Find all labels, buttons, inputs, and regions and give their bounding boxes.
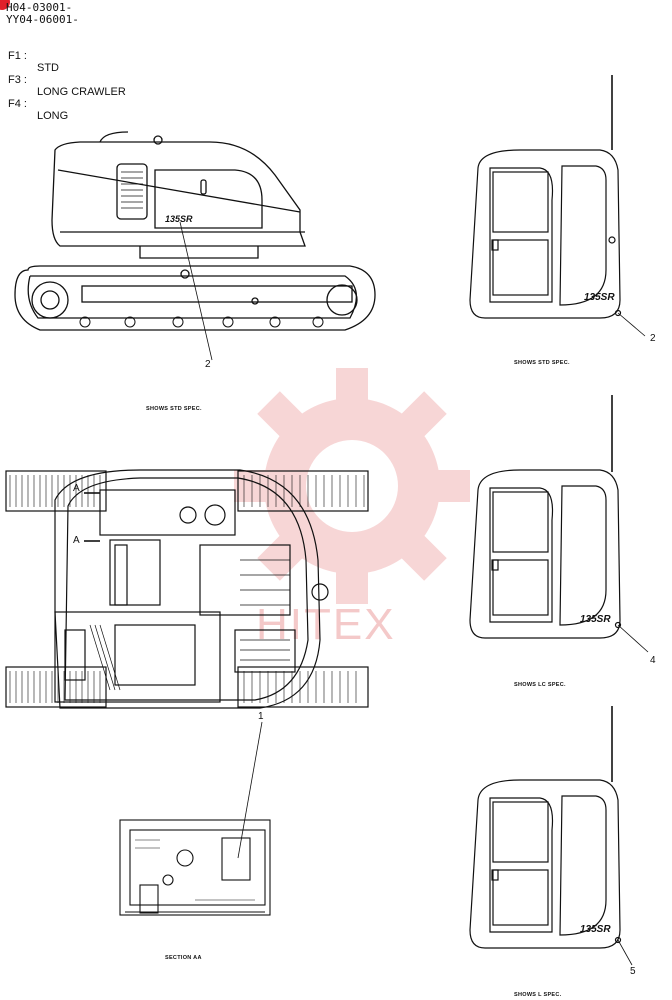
callout-side-2: 2 bbox=[205, 359, 211, 370]
watermark-text: HITEX bbox=[256, 600, 396, 649]
serial-range-2: YY04-06001- bbox=[6, 13, 79, 26]
caption-section-aa: SECTION AA bbox=[165, 955, 202, 961]
caption-cab-long: SHOWS L SPEC. bbox=[514, 992, 562, 998]
spec-value-f3: LONG CRAWLER bbox=[37, 86, 126, 98]
callout-cab-lc-4: 4 bbox=[650, 655, 656, 666]
callout-section-1: 1 bbox=[258, 711, 264, 722]
corner-mark-icon bbox=[0, 0, 10, 10]
callout-cab-std-2: 2 bbox=[650, 333, 656, 344]
side-decal-text: 135SR bbox=[165, 214, 193, 224]
spec-value-f4: LONG bbox=[37, 110, 69, 122]
section-marker-a-top: A bbox=[73, 483, 80, 494]
spec-value-f1: STD bbox=[37, 62, 59, 74]
cab-std-decal: 135SR bbox=[584, 292, 615, 303]
serial-range-1: H04-03001- bbox=[6, 1, 73, 14]
cab-lc-decal: 135SR bbox=[580, 614, 611, 625]
caption-side-view: SHOWS STD SPEC. bbox=[146, 406, 202, 412]
spec-key-f1: F1 : bbox=[8, 50, 27, 62]
spec-key-f3: F3 : bbox=[8, 74, 27, 86]
callout-cab-long-5: 5 bbox=[630, 966, 636, 977]
caption-cab-lc: SHOWS LC SPEC. bbox=[514, 682, 566, 688]
caption-cab-std: SHOWS STD SPEC. bbox=[514, 360, 570, 366]
spec-key-f4: F4 : bbox=[8, 98, 27, 110]
section-marker-a-bottom: A bbox=[73, 535, 80, 546]
cab-long-decal: 135SR bbox=[580, 924, 611, 935]
